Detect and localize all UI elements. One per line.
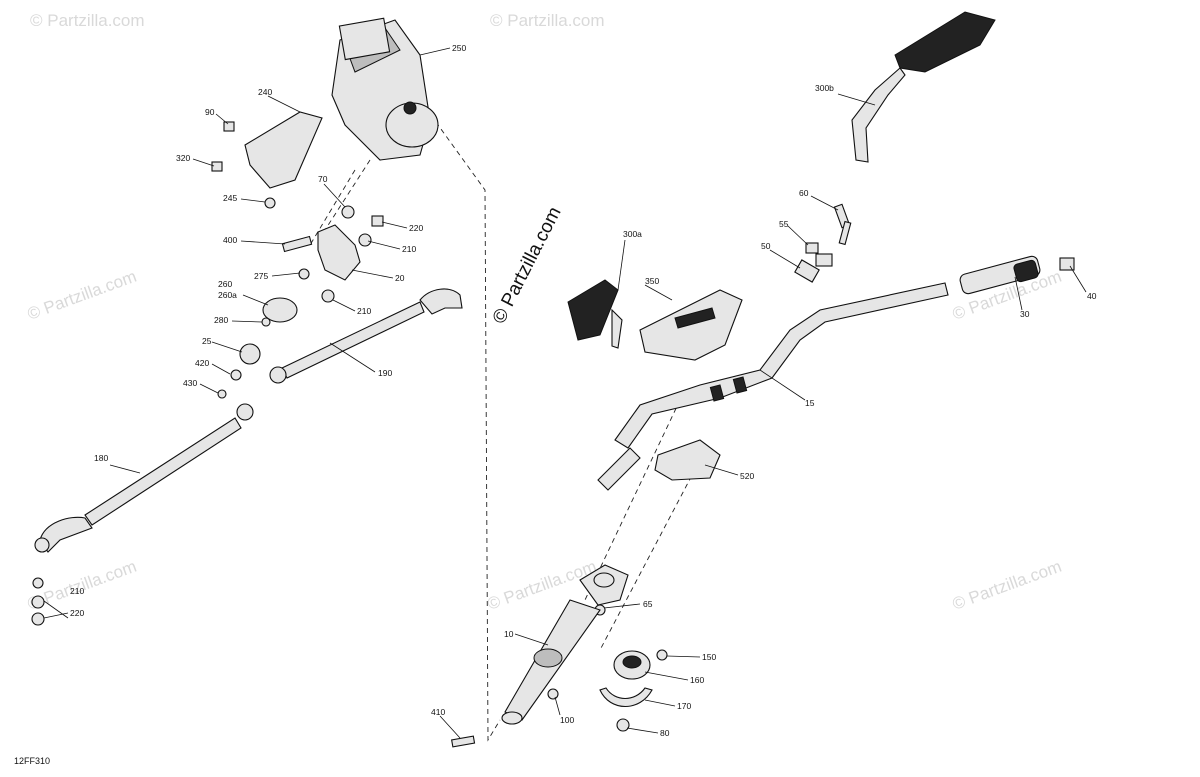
label-65: 65 [643,599,653,609]
label-320: 320 [176,153,190,163]
label-40: 40 [1087,291,1097,301]
watermark: © Partzilla.com [25,267,139,324]
mirror-left [567,279,623,349]
mirror-right [851,11,996,163]
copyright-stamp: © Partzilla.com [489,204,566,328]
label-190: 190 [378,368,392,378]
label-280: 280 [214,315,228,325]
bracket [244,111,323,189]
label-250: 250 [452,43,466,53]
label-80: 80 [660,728,670,738]
label-245: 245 [223,193,237,203]
watermark: © Partzilla.com [950,557,1064,614]
label-210-middle: 210 [357,306,371,316]
label-400: 400 [223,235,237,245]
steering-stop-plate [262,297,298,323]
label-300b: 300b [815,83,834,93]
watermark: © Partzilla.com [30,11,145,30]
label-50: 50 [761,241,771,251]
diagram-code: 12FF310 [14,756,50,766]
label-20: 20 [395,273,405,283]
label-350: 350 [645,276,659,286]
label-55: 55 [779,219,789,229]
label-520: 520 [740,471,754,481]
part-labels: 250 240 90 320 245 70 220 210 400 20 275… [70,43,1097,738]
grip-right [959,255,1041,295]
column-bushing [613,650,651,680]
label-100: 100 [560,715,574,725]
label-260a: 260a [218,290,237,300]
label-410: 410 [431,707,445,717]
steering-column [501,564,629,725]
label-10: 10 [504,629,514,639]
label-220-upper: 220 [409,223,423,233]
label-275: 275 [254,271,268,281]
watermark: © Partzilla.com [490,11,605,30]
label-25: 25 [202,336,212,346]
power-steering-unit [331,17,439,161]
label-30: 30 [1020,309,1030,319]
label-180: 180 [94,453,108,463]
label-240: 240 [258,87,272,97]
label-90: 90 [205,107,215,117]
label-15: 15 [805,398,815,408]
upper-clamp [654,439,721,481]
handlebar [597,282,949,491]
tie-rod-right [269,288,463,384]
label-170: 170 [677,701,691,711]
label-300a: 300a [623,229,642,239]
bushing-clamp [599,687,653,707]
label-260: 260 [218,279,232,289]
label-160: 160 [690,675,704,685]
handlebar-pad [639,289,743,361]
pitman-arm [317,224,361,281]
leader-lines [43,47,1087,739]
label-220-lower: 220 [70,608,84,618]
label-210-upper: 210 [402,244,416,254]
label-70: 70 [318,174,328,184]
label-60: 60 [799,188,809,198]
tie-rod-left [34,403,254,553]
label-150: 150 [702,652,716,662]
label-430: 430 [183,378,197,388]
label-420: 420 [195,358,209,368]
watermarks: © Partzilla.com © Partzilla.com © Partzi… [25,11,1064,614]
label-210-lower: 210 [70,586,84,596]
